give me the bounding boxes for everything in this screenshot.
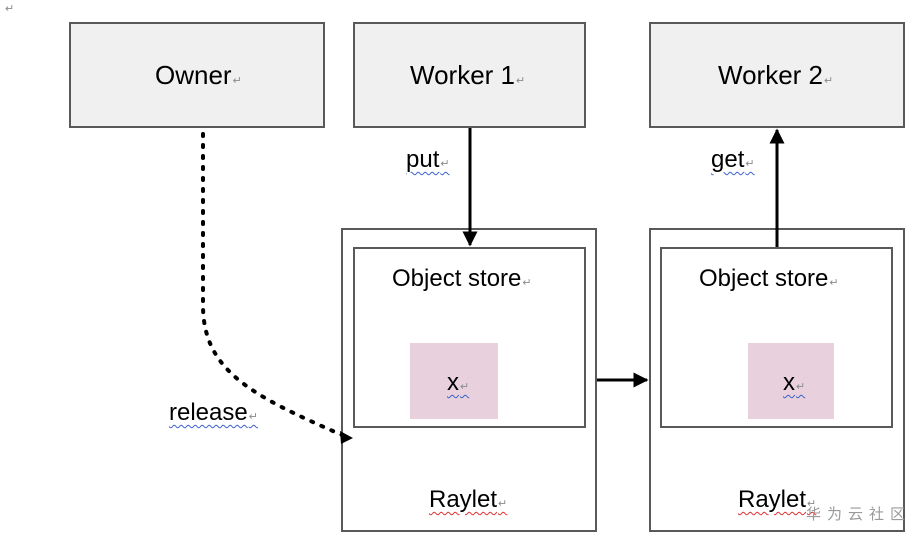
owner-label: Owner↵	[155, 60, 242, 90]
node1-object-store-label: Object store↵	[392, 265, 532, 292]
node2-object-store-box[interactable]: Object store↵	[660, 247, 893, 428]
node2-object-x-label: x↵	[783, 369, 806, 396]
node2-object-store-label: Object store↵	[699, 265, 839, 292]
watermark: 华为云社区	[805, 505, 911, 523]
release-label: release↵	[169, 399, 258, 426]
worker1-box[interactable]: Worker 1↵	[353, 22, 586, 128]
release-arrowhead	[340, 431, 353, 444]
node1-object-x-label: x↵	[447, 369, 470, 396]
paragraph-mark: ↵	[5, 3, 15, 15]
worker2-label: Worker 2↵	[718, 60, 834, 90]
get-label: get↵	[711, 146, 755, 173]
node1-object-store-box[interactable]: Object store↵	[353, 247, 586, 428]
node2-object-x[interactable]: x↵	[748, 343, 834, 419]
put-label: put↵	[406, 146, 450, 173]
node2-raylet-label: Raylet↵	[738, 486, 817, 513]
worker1-label: Worker 1↵	[410, 60, 526, 90]
owner-box[interactable]: Owner↵	[69, 22, 325, 128]
node1-object-x[interactable]: x↵	[410, 343, 498, 419]
worker2-box[interactable]: Worker 2↵	[649, 22, 905, 128]
release-dotted-arrow	[201, 132, 344, 437]
node1-raylet-label: Raylet↵	[429, 486, 508, 513]
